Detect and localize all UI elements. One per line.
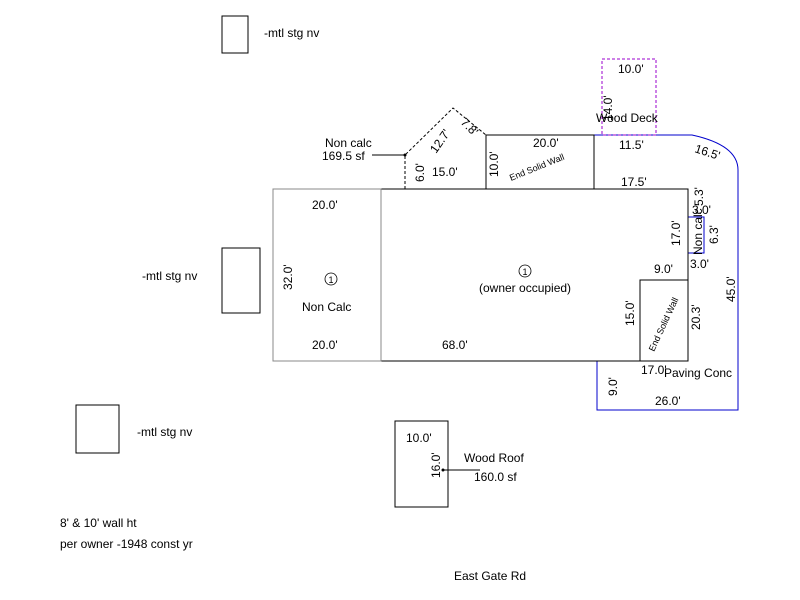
non-calc-dim-6-0: 6.0'	[413, 163, 427, 182]
end-wall-top-dim-top: 20.0'	[533, 136, 559, 150]
end-wall-right-dim-top: 9.0'	[654, 262, 673, 276]
paving-dim-17-5: 17.5'	[621, 175, 647, 189]
paving-non-calc-small: Non calc	[691, 208, 705, 255]
main-section-outline	[380, 188, 689, 362]
storage-shed-top-label: -mtl stg nv	[264, 26, 319, 40]
non-calc-dim-12-7: 12.7'	[427, 127, 453, 156]
wood-roof-leader-dot	[441, 468, 445, 472]
storage-shed-top	[221, 15, 249, 54]
wood-deck-dim-height: 14.0'	[601, 95, 615, 121]
main-section-label: (owner occupied)	[479, 281, 571, 295]
left-section-outline	[272, 188, 382, 362]
non-calc-dim-7-8: 7.8'	[458, 115, 481, 138]
paving-dim-11-5: 11.5'	[619, 138, 644, 152]
notes-line-2: per owner -1948 const yr	[60, 537, 193, 551]
storage-shed-mid-label: -mtl stg nv	[142, 269, 197, 283]
wood-roof-outline	[394, 420, 449, 508]
left-section-label: Non Calc	[302, 300, 351, 314]
left-section-marker: 1	[328, 275, 333, 285]
paving-outline	[594, 134, 739, 411]
storage-shed-bottom-label: -mtl stg nv	[137, 425, 192, 439]
storage-shed-bottom	[75, 404, 120, 454]
main-section-dim-bottom: 68.0'	[442, 338, 468, 352]
wood-deck-outline	[601, 58, 657, 136]
end-wall-right-label: End Solid Wall	[647, 296, 681, 353]
non-calc-dim-15-0: 15.0'	[432, 165, 458, 179]
wood-roof-label: Wood Roof	[464, 451, 524, 465]
paving-dim-45-0: 45.0'	[724, 276, 738, 302]
non-calc-wing	[404, 107, 487, 189]
paving-dim-16-5: 16.5'	[693, 142, 722, 163]
left-section-dim-top: 20.0'	[312, 198, 338, 212]
paving-dim-26-0: 26.0'	[655, 394, 681, 408]
wood-deck-label: Wood Deck	[596, 111, 659, 125]
left-section-marker-circle	[324, 272, 338, 286]
end-wall-right-outline	[639, 279, 689, 362]
end-wall-right-dim-side: 15.0'	[623, 300, 637, 326]
non-calc-leader-dot	[403, 153, 407, 157]
wood-deck-dim-width: 10.0'	[618, 62, 644, 76]
wood-roof-dim-height: 16.0'	[429, 452, 443, 478]
main-section-dim-17-0: 17.0'	[669, 220, 683, 246]
storage-shed-mid	[221, 247, 261, 314]
wood-roof-area: 160.0 sf	[474, 470, 517, 484]
main-section-marker: 1	[522, 267, 527, 277]
paving-label: Paving Conc	[664, 366, 732, 380]
paving-dim-3-0b: 3.0'	[690, 257, 709, 271]
end-wall-top-dim-side: 10.0'	[487, 151, 501, 177]
left-section-dim-side: 32.0'	[281, 264, 295, 290]
end-wall-top-label: End Solid Wall	[508, 152, 566, 183]
paving-dim-9-0: 9.0'	[606, 377, 620, 396]
non-calc-area: 169.5 sf	[322, 149, 365, 163]
left-section-dim-bottom: 20.0'	[312, 338, 338, 352]
notes-line-1: 8' & 10' wall ht	[60, 516, 137, 530]
street-label: East Gate Rd	[454, 569, 526, 583]
paving-dim-6-3: 6.3'	[707, 225, 721, 244]
main-section-marker-circle	[518, 264, 532, 278]
non-calc-title: Non calc	[325, 136, 372, 150]
paving-dim-3-0a: 3.0'	[692, 203, 711, 217]
wood-roof-dim-width: 10.0'	[406, 431, 432, 445]
paving-dim-5-3: 5.3'	[692, 187, 706, 206]
paving-dim-17-0: 17.0'	[641, 363, 667, 377]
paving-dim-20-3: 20.3'	[689, 304, 703, 330]
